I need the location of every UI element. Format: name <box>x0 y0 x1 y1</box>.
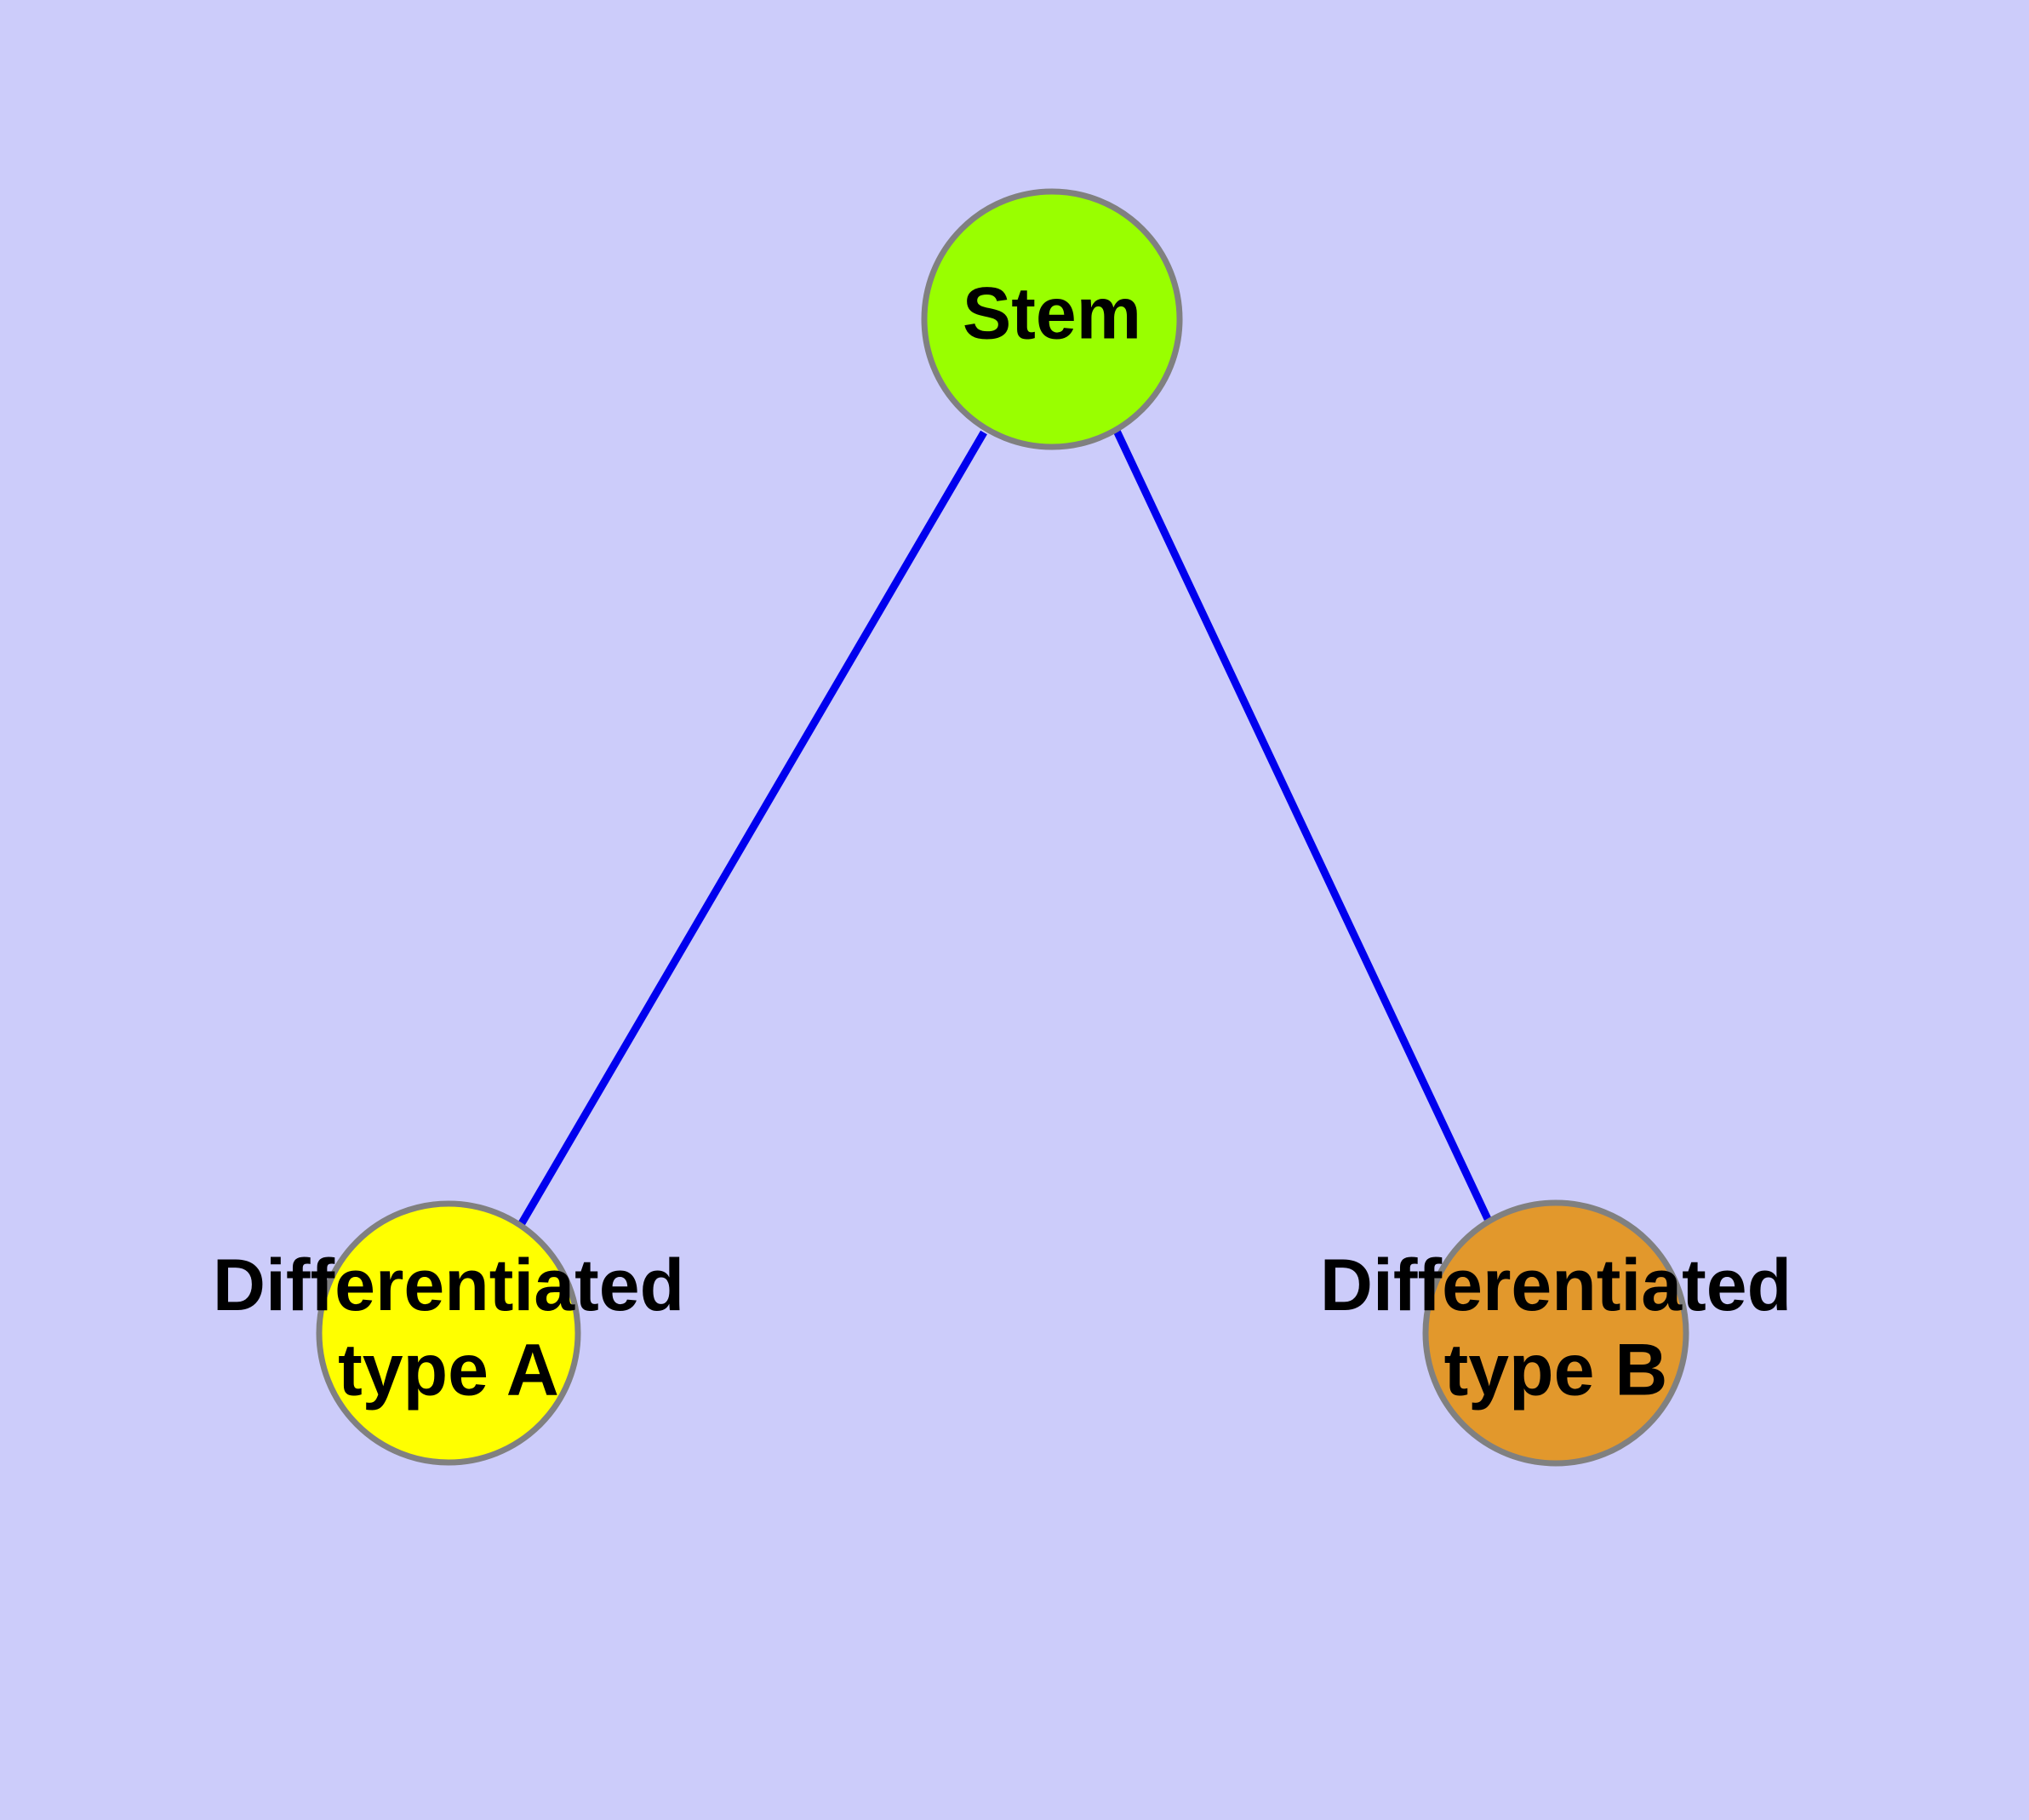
node-differentiated-type-a-label-line-1: Differentiated <box>213 1245 684 1326</box>
node-stem[interactable] <box>921 188 1183 450</box>
node-layer <box>316 188 1689 1467</box>
node-differentiated-type-a[interactable] <box>316 1200 581 1466</box>
node-differentiated-type-b-label-line-1: Differentiated <box>1320 1245 1792 1326</box>
node-differentiated-type-a-label-line-2: type A <box>338 1330 559 1411</box>
label-layer: Stem Differentiated type A Differentiate… <box>213 273 1792 1411</box>
edge-layer <box>518 429 1492 1226</box>
edge-stem-to-differentiated-type-a[interactable] <box>518 430 987 1226</box>
node-stem-label: Stem <box>963 273 1141 355</box>
node-differentiated-type-a-circle[interactable] <box>316 1200 581 1466</box>
node-stem-circle[interactable] <box>921 188 1183 450</box>
node-differentiated-type-b-circle[interactable] <box>1422 1199 1689 1467</box>
node-differentiated-type-b[interactable] <box>1422 1199 1689 1467</box>
node-differentiated-type-b-label-line-2: type B <box>1444 1330 1668 1411</box>
edge-stem-to-differentiated-type-b[interactable] <box>1112 429 1492 1221</box>
